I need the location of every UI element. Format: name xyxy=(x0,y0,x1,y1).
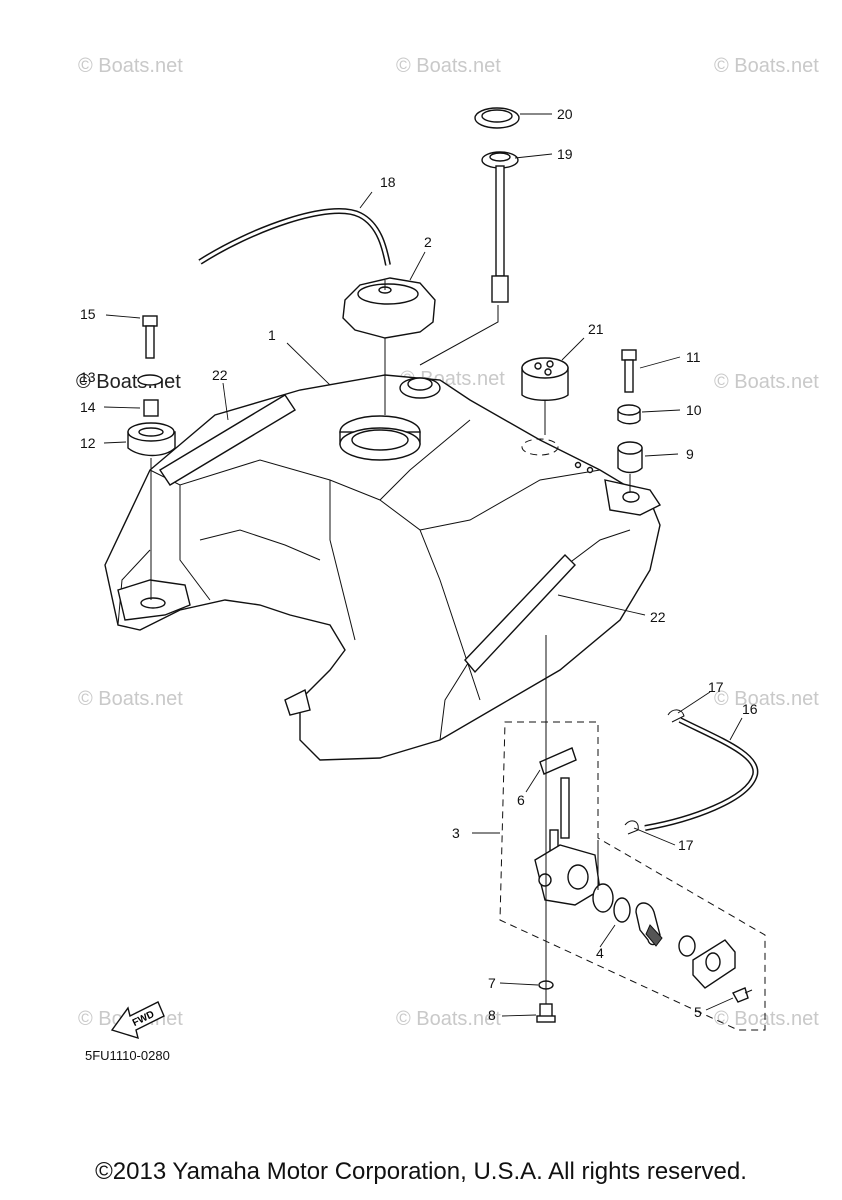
watermark: © Boats.net xyxy=(714,1008,819,1030)
fuel-gauge xyxy=(481,151,519,303)
callout-14: 14 xyxy=(80,399,96,415)
callout-11: 11 xyxy=(686,349,701,365)
callout-6: 6 xyxy=(517,792,525,808)
fuel-cap xyxy=(342,277,436,339)
drain-screw xyxy=(536,1003,556,1023)
hose-clip-lower xyxy=(624,820,639,835)
callout-7: 7 xyxy=(488,975,496,991)
fuel-cock-lever xyxy=(592,883,696,957)
callout-17-upper: 17 xyxy=(708,679,724,695)
fuel-hose xyxy=(644,717,759,831)
hose-clip-upper xyxy=(667,709,685,723)
callout-5: 5 xyxy=(694,1004,702,1020)
watermark: © Boats.net xyxy=(714,371,819,393)
callout-1: 1 xyxy=(268,327,276,343)
callout-17-lower: 17 xyxy=(678,837,694,853)
callout-13: 13 xyxy=(80,369,96,385)
grommet xyxy=(521,357,569,401)
callout-22-upper: 22 xyxy=(212,367,228,383)
watermark: © Boats.net xyxy=(396,55,501,77)
watermark: © Boats.net xyxy=(396,1008,501,1030)
gauge-cover-ring xyxy=(474,107,520,129)
watermark: © Boats.net xyxy=(78,688,183,710)
fuel-cock-assembly-outline xyxy=(499,721,766,1031)
callout-20: 20 xyxy=(557,106,573,122)
callout-8: 8 xyxy=(488,1007,496,1023)
watermark: © Boats.net xyxy=(714,688,819,710)
diagram-code: 5FU1110-0280 xyxy=(85,1048,170,1063)
callout-19: 19 xyxy=(557,146,573,162)
copyright-notice: ©2013 Yamaha Motor Corporation, U.S.A. A… xyxy=(95,1158,747,1185)
callout-3: 3 xyxy=(452,825,460,841)
callout-10: 10 xyxy=(686,402,702,418)
rear-mount-stack xyxy=(127,315,176,457)
callout-2: 2 xyxy=(424,234,432,250)
leader-lines xyxy=(103,113,743,1017)
callout-4: 4 xyxy=(596,945,604,961)
fuel-cock xyxy=(534,777,601,906)
callout-21: 21 xyxy=(588,321,604,337)
callout-12: 12 xyxy=(80,435,96,451)
fuel-strainer xyxy=(539,747,577,775)
callout-15: 15 xyxy=(80,306,96,322)
watermark: © Boats.net xyxy=(78,55,183,77)
fuel-cock-plate xyxy=(692,939,753,1003)
callout-9: 9 xyxy=(686,446,694,462)
fuel-tank-body xyxy=(104,374,662,761)
callout-18: 18 xyxy=(380,174,396,190)
callout-22-lower: 22 xyxy=(650,609,666,625)
callouts: 20 19 18 2 1 15 13 22 14 12 21 11 10 9 2… xyxy=(80,106,758,1023)
front-mount-stack xyxy=(617,349,643,474)
assembly-axis-lines xyxy=(150,305,631,1004)
callout-16: 16 xyxy=(742,701,758,717)
watermark: © Boats.net xyxy=(714,55,819,77)
